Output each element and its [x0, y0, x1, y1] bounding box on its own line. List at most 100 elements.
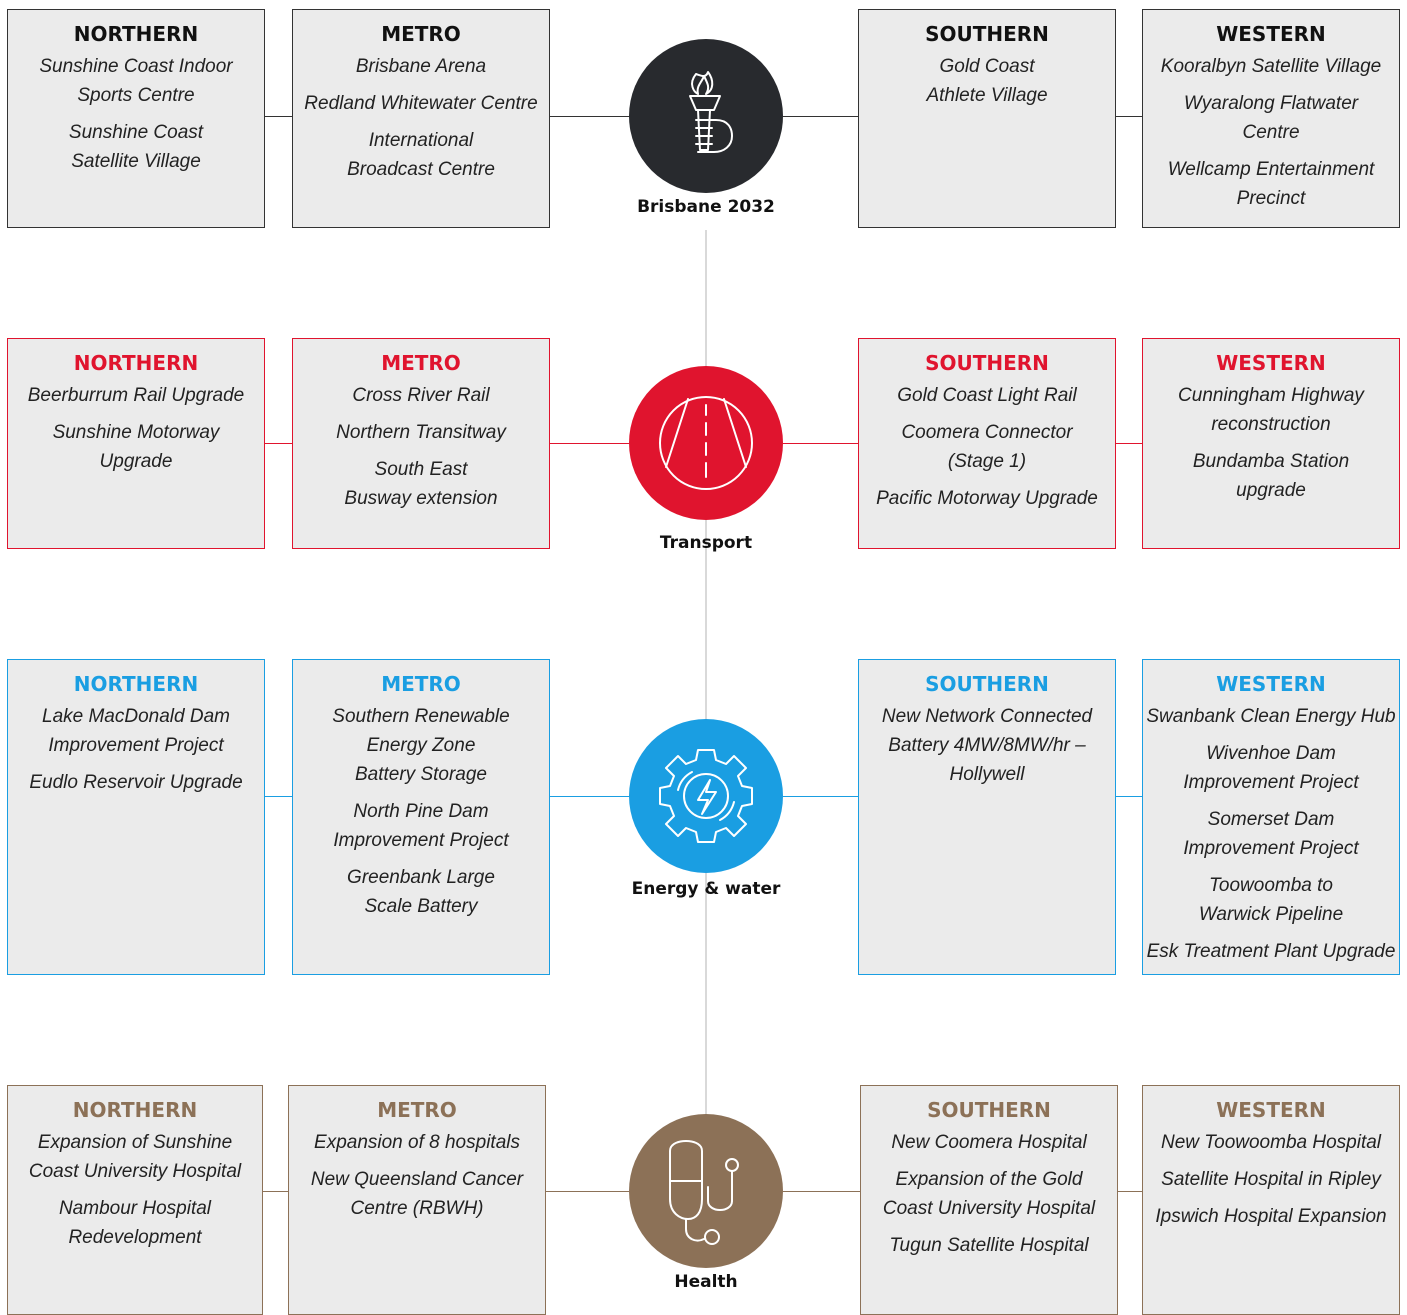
region-title: NORTHERN — [72, 1098, 198, 1122]
category-hub-brisbane-2032 — [629, 39, 783, 193]
project-item: Esk Treatment Plant Upgrade — [1146, 941, 1396, 962]
project-item: South East Busway extension — [344, 459, 498, 509]
connector-line — [783, 443, 858, 444]
region-title: WESTERN — [1216, 672, 1326, 696]
category-label: Brisbane 2032 — [637, 197, 775, 217]
project-item: Expansion of the Gold Coast University H… — [882, 1169, 1096, 1219]
region-title: SOUTHERN — [925, 351, 1049, 375]
region-title: SOUTHERN — [925, 22, 1049, 46]
region-title: SOUTHERN — [925, 672, 1049, 696]
connector-line — [1116, 443, 1142, 444]
project-item: Greenbank Large Scale Battery — [347, 867, 495, 917]
connector-line — [550, 796, 629, 797]
project-item: Cunningham Highway reconstruction — [1178, 385, 1364, 435]
project-item: Southern Renewable Energy Zone Battery S… — [332, 706, 510, 785]
project-item: International Broadcast Centre — [347, 130, 495, 180]
project-item: Kooralbyn Satellite Village — [1160, 56, 1382, 77]
connector-line — [1118, 1191, 1142, 1192]
region-box-southern: SOUTHERN New Network Connected Battery 4M… — [858, 659, 1116, 975]
project-item: Wellcamp Entertainment Precinct — [1167, 159, 1375, 209]
project-item: Sunshine Coast Satellite Village — [68, 122, 204, 172]
connector-line — [265, 116, 292, 117]
project-item: Swanbank Clean Energy Hub — [1146, 706, 1396, 727]
project-item: Northern Transitway — [336, 422, 506, 443]
category-hub-energy-water — [629, 719, 783, 873]
connector-line — [265, 796, 292, 797]
stethoscope-icon — [669, 1140, 739, 1245]
vertical-connector — [705, 230, 707, 1130]
gear-lightning-icon — [659, 749, 753, 843]
torch-icon — [689, 71, 733, 153]
project-item: Pacific Motorway Upgrade — [876, 488, 1098, 509]
connector-line — [783, 1191, 860, 1192]
project-item: Toowoomba to Warwick Pipeline — [1198, 875, 1344, 925]
region-box-northern: NORTHERN Sunshine Coast Indoor Sports Cen… — [7, 9, 265, 228]
project-item: Wivenhoe Dam Improvement Project — [1183, 743, 1359, 793]
connector-line — [263, 1191, 288, 1192]
project-item: Brisbane Arena — [355, 56, 487, 77]
region-box-southern: SOUTHERN Gold Coast Athlete Village — [858, 9, 1116, 228]
project-item: Eudlo Reservoir Upgrade — [29, 772, 243, 793]
region-box-northern: NORTHERN Expansion of Sunshine Coast Univ… — [7, 1085, 263, 1315]
connector-line — [783, 796, 858, 797]
connector-line — [1116, 116, 1142, 117]
category-label: Transport — [659, 533, 753, 553]
project-item: Satellite Hospital in Ripley — [1161, 1169, 1381, 1190]
project-item: North Pine Dam Improvement Project — [333, 801, 509, 851]
road-icon — [659, 396, 753, 490]
project-item: Coomera Connector (Stage 1) — [901, 422, 1073, 472]
project-item: Bundamba Station upgrade — [1192, 451, 1350, 501]
region-box-metro: METRO Southern Renewable Energy Zone Batt… — [292, 659, 550, 975]
category-hub-health — [629, 1114, 783, 1268]
project-item: Cross River Rail — [352, 385, 490, 406]
region-title: METRO — [381, 672, 461, 696]
project-item: Wyaralong Flatwater Centre — [1183, 93, 1359, 143]
connector-line — [265, 443, 292, 444]
category-hub-transport — [629, 366, 783, 520]
project-item: Redland Whitewater Centre — [304, 93, 538, 114]
category-label: Health — [674, 1272, 738, 1292]
project-item: Gold Coast Light Rail — [897, 385, 1077, 406]
region-title: WESTERN — [1216, 1098, 1326, 1122]
project-item: New Network Connected Battery 4MW/8MW/hr… — [881, 706, 1093, 785]
project-item: Expansion of 8 hospitals — [314, 1132, 520, 1153]
project-item: Expansion of Sunshine Coast University H… — [28, 1132, 242, 1182]
connector-line — [550, 443, 629, 444]
project-item: New Queensland Cancer Centre (RBWH) — [310, 1169, 524, 1219]
connector-line — [783, 116, 858, 117]
region-box-western: WESTERN Cunningham Highway reconstruction… — [1142, 338, 1400, 549]
project-item: Ipswich Hospital Expansion — [1155, 1206, 1387, 1227]
project-item: Sunshine Coast Indoor Sports Centre — [39, 56, 233, 106]
category-label: Energy & water — [631, 879, 781, 899]
project-item: Beerburrum Rail Upgrade — [27, 385, 245, 406]
project-item: Nambour Hospital Redevelopment — [58, 1198, 212, 1248]
region-title: NORTHERN — [73, 22, 199, 46]
project-item: New Coomera Hospital — [891, 1132, 1087, 1153]
region-title: NORTHERN — [73, 672, 199, 696]
project-item: Tugun Satellite Hospital — [889, 1235, 1089, 1256]
region-title: NORTHERN — [73, 351, 199, 375]
project-item: Somerset Dam Improvement Project — [1183, 809, 1359, 859]
region-title: WESTERN — [1216, 22, 1326, 46]
project-item: New Toowoomba Hospital — [1160, 1132, 1382, 1153]
connector-line — [550, 116, 629, 117]
region-title: METRO — [377, 1098, 457, 1122]
region-title: SOUTHERN — [927, 1098, 1051, 1122]
region-title: WESTERN — [1216, 351, 1326, 375]
connector-line — [546, 1191, 629, 1192]
connector-line — [1116, 796, 1142, 797]
project-item: Sunshine Motorway Upgrade — [52, 422, 220, 472]
region-title: METRO — [381, 22, 461, 46]
project-item: Gold Coast Athlete Village — [926, 56, 1048, 106]
